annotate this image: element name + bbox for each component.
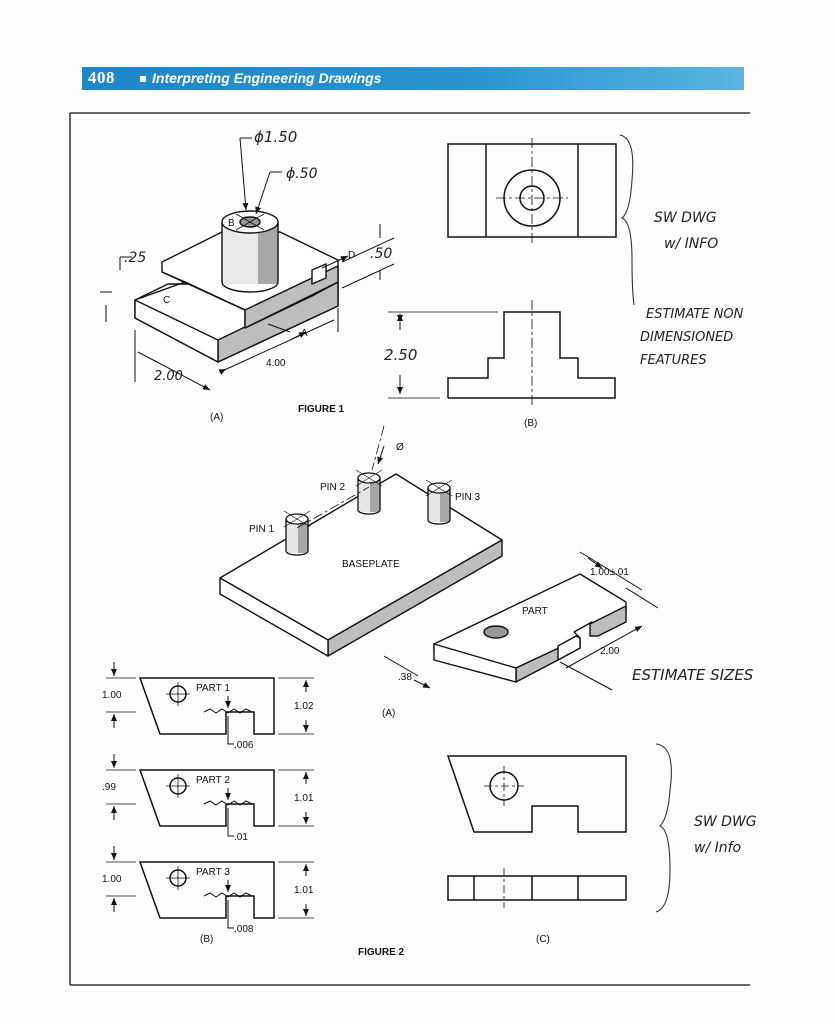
figure1-top-view	[447, 138, 617, 246]
figure1-dimension-lines	[100, 137, 395, 391]
handwritten-estimate-line1: ESTIMATE NON	[646, 307, 744, 322]
part-right-dim: 1.01	[294, 793, 314, 804]
figure2-caption: FIGURE 2	[358, 947, 405, 958]
part-gap-dim: .006	[234, 740, 254, 751]
part-gap-dim: .008	[234, 924, 254, 935]
handwritten-estimate-line3: FEATURES	[640, 353, 707, 368]
diameter-symbol: Ø	[396, 442, 404, 453]
figure2-view-b-label: (B)	[200, 934, 213, 945]
outer-diameter-dim: ϕ1.50	[254, 128, 297, 146]
handwritten-note-sw-dwg-2: SW DWG	[694, 814, 757, 830]
part-outline	[138, 861, 275, 919]
part-view-3: PART 3 1.00 1.01 .008	[102, 846, 314, 935]
part-right-dim: 1.01	[294, 885, 314, 896]
baseplate-centerlines	[296, 425, 385, 529]
feature-d-label: D	[348, 250, 355, 261]
part-name-label: PART 2	[196, 775, 230, 786]
part-left-dim: 1.00	[102, 690, 122, 701]
part-height-dim: 1.00±.01	[590, 567, 629, 578]
pin1-label: PIN 1	[249, 524, 274, 535]
length-dim: 4.00	[266, 358, 286, 369]
chapter-title: Interpreting Engineering Drawings	[152, 70, 382, 86]
bullet-square-icon	[140, 76, 146, 82]
part-outline	[138, 677, 275, 735]
feature-b-label: B	[228, 218, 235, 229]
gap-break-line	[203, 892, 253, 898]
page-header-bar: 408 Interpreting Engineering Drawings	[82, 67, 744, 90]
lip-height-dim: .50	[370, 246, 392, 262]
feature-a-label: A	[301, 328, 308, 339]
figure1-front-view	[388, 300, 616, 408]
diameter-leader	[377, 445, 385, 465]
figure1-brace	[619, 134, 635, 306]
part-left-dim: 1.00	[102, 874, 122, 885]
step-height-dim: .25	[124, 250, 146, 266]
handwritten-note-w-info: w/ INFO	[664, 236, 718, 252]
figure2-view-c-top	[447, 868, 627, 908]
part-outline	[138, 769, 275, 827]
part-view-1: PART 1 1.00 1.02 .006	[102, 662, 314, 751]
part-gap-dim: .01	[234, 832, 248, 843]
part-offset-dim: .38	[398, 672, 412, 683]
part-view-2: PART 2 .99 1.01 .01	[102, 754, 314, 843]
handwritten-estimate-line2: DIMENSIONED	[640, 330, 733, 345]
figure2-brace	[655, 743, 672, 913]
part-left-dim: .99	[102, 782, 116, 793]
feature-c-label: C	[163, 295, 170, 306]
figure1-view-b-label: (B)	[524, 418, 537, 429]
page-frame	[69, 112, 750, 986]
handwritten-note-sw-dwg: SW DWG	[654, 210, 717, 226]
baseplate-pins	[283, 469, 453, 556]
gap-break-line	[203, 800, 253, 806]
figure2-view-c-label: (C)	[536, 934, 550, 945]
handwritten-note-w-info-2: w/ Info	[694, 840, 741, 856]
baseplate-label: BASEPLATE	[342, 559, 400, 570]
figure2-view-c-front	[446, 755, 627, 833]
handwritten-estimate-sizes: ESTIMATE SIZES	[632, 666, 754, 684]
figure1-isometric-view	[134, 210, 339, 363]
width-dim: 2.00	[154, 369, 183, 384]
pin3-label: PIN 3	[455, 492, 480, 503]
part-isometric	[433, 573, 627, 683]
part-name-label: PART 1	[196, 683, 230, 694]
part-dimension-lines	[383, 551, 659, 691]
gap-break-line	[203, 708, 253, 714]
part-label: PART	[522, 606, 548, 617]
pin2-label: PIN 2	[320, 482, 345, 493]
figure1-view-a-label: (A)	[210, 412, 223, 423]
part-right-dim: 1.02	[294, 701, 314, 712]
page-number: 408	[88, 68, 115, 87]
height-dim: 2.50	[384, 346, 417, 364]
part-length-dim: 2.00	[600, 646, 620, 657]
inner-diameter-dim: ϕ.50	[286, 166, 318, 182]
figure2-view-a-label: (A)	[382, 708, 395, 719]
figure1-caption: FIGURE 1	[298, 404, 345, 415]
part-name-label: PART 3	[196, 867, 230, 878]
